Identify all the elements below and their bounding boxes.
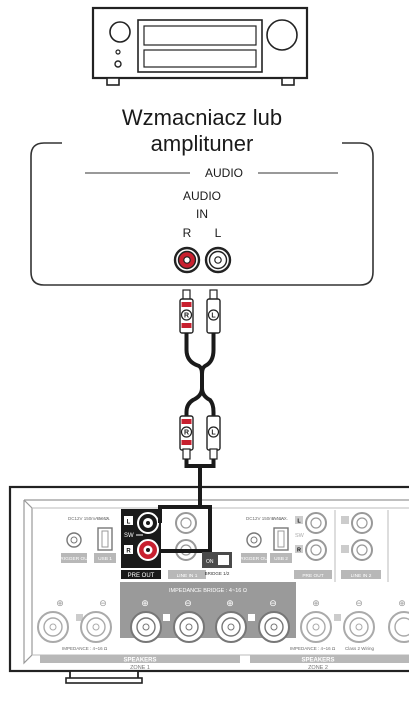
class2-label-1: Class 2 Wiring bbox=[175, 646, 205, 651]
class2-label-2: Class 2 Wiring bbox=[345, 646, 375, 651]
dc-rating-2: DC12V 150mA MAX. bbox=[246, 516, 288, 521]
svg-text:⊕: ⊕ bbox=[141, 598, 149, 608]
zone-bars: SPEAKERS ZONE 1 SPEAKERS ZONE 2 bbox=[40, 655, 409, 671]
rear-panel: DC12V 150mA MAX. TRIGGER OUT 5V 1A USB 1… bbox=[8, 459, 409, 684]
zone-label-1: ZONE 1 bbox=[130, 665, 150, 671]
svg-text:⊕: ⊕ bbox=[226, 598, 234, 608]
rca-jack-left bbox=[204, 246, 232, 274]
pre-out-badge-r: R bbox=[126, 549, 131, 555]
dc5v-2: 5V 1A bbox=[272, 516, 284, 521]
usb-section-1: 5V 1A USB 1 bbox=[94, 516, 116, 563]
svg-text:⊖: ⊖ bbox=[269, 598, 277, 608]
lower-plug-left: L bbox=[206, 415, 221, 460]
speakers-label-1: SPEAKERS bbox=[123, 658, 156, 664]
pre-out-label: PRE OUT bbox=[128, 573, 155, 579]
trigger-out-1: TRIGGER OUT bbox=[57, 556, 90, 562]
bridge-label: BRIDGE 1/2 bbox=[205, 571, 230, 576]
plug-badge-l-bottom: L bbox=[211, 430, 216, 437]
binding-post-1 bbox=[37, 611, 69, 643]
binding-post-9 bbox=[388, 611, 409, 643]
binding-post-5 bbox=[215, 611, 247, 643]
trigger-section-1: DC12V 150mA MAX. TRIGGER OUT bbox=[57, 516, 110, 563]
plug-badge-l-top: L bbox=[211, 313, 216, 320]
input-label-in: IN bbox=[196, 207, 208, 221]
input-panel: AUDIO AUDIO IN R L bbox=[30, 142, 374, 286]
svg-text:⊕: ⊕ bbox=[56, 598, 64, 608]
trigger-section-2: DC12V 150mA MAX. TRIGGER OUT bbox=[237, 516, 288, 563]
dc5v-1: 5V 1A bbox=[97, 516, 109, 521]
pre-out-2-label: PRE OUT bbox=[302, 573, 323, 579]
speakers-label-2: SPEAKERS bbox=[301, 658, 334, 664]
pre-out-section: L SW R PRE OUT bbox=[121, 509, 161, 579]
device-title-line1: Wzmacniacz lub bbox=[122, 105, 282, 130]
svg-text:⊖: ⊖ bbox=[355, 598, 363, 608]
pre-out-2-badge-r: R bbox=[297, 548, 301, 554]
left-knob-icon bbox=[109, 21, 131, 43]
plug-badge-r-bottom: R bbox=[184, 430, 189, 437]
volume-knob-icon bbox=[266, 19, 298, 51]
pre-out-2-badge-l: L bbox=[297, 519, 301, 525]
trigger-out-2: TRIGGER OUT bbox=[237, 556, 270, 562]
upper-plug-right: R bbox=[179, 289, 194, 334]
binding-post-2 bbox=[80, 611, 112, 643]
input-label-audio: AUDIO bbox=[183, 189, 221, 203]
lower-plug-right: R bbox=[179, 415, 194, 460]
binding-post-8 bbox=[343, 611, 375, 643]
bridge-switch: ON BRIDGE 1/2 bbox=[202, 552, 232, 576]
svg-text:⊖: ⊖ bbox=[184, 598, 192, 608]
pre-out-section-2: L SW R PRE OUT bbox=[294, 512, 332, 579]
impedance-label-1: IMPEDANCE : 4~16 Ω bbox=[62, 646, 108, 651]
on-label: ON bbox=[206, 559, 214, 565]
pre-out-badge-l: L bbox=[127, 520, 131, 526]
impedance-label-2: IMPEDANCE : 4~16 Ω bbox=[290, 646, 336, 651]
line-in-2-section: LINE IN 2 bbox=[334, 510, 389, 582]
line-in-2-label: LINE IN 2 bbox=[351, 573, 372, 579]
plug-badge-r-top: R bbox=[184, 313, 189, 320]
usb-label-2: USB 2 bbox=[274, 556, 288, 562]
rca-jack-right bbox=[173, 246, 201, 274]
svg-text:⊕: ⊕ bbox=[312, 598, 320, 608]
zone-label-2: ZONE 2 bbox=[308, 665, 328, 671]
connection-bracket bbox=[158, 459, 216, 553]
device-title-line2: amplituner bbox=[151, 131, 254, 156]
binding-post-7 bbox=[300, 611, 332, 643]
binding-post-3 bbox=[130, 611, 162, 643]
channel-label-r: R bbox=[183, 226, 192, 240]
impedance-bridge-label: IMPEDANCE BRIDGE : 4~16 Ω bbox=[169, 588, 247, 594]
dc-rating-1: DC12V 150mA MAX. bbox=[68, 516, 110, 521]
usb-label-1: USB 1 bbox=[98, 556, 112, 562]
channel-label-l: L bbox=[215, 226, 222, 240]
pre-out-sw: SW bbox=[124, 533, 134, 539]
svg-text:⊕: ⊕ bbox=[398, 598, 406, 608]
usb-section-2: 5V 1A USB 2 bbox=[270, 516, 292, 563]
upper-plug-left: L bbox=[206, 289, 221, 334]
svg-text:⊖: ⊖ bbox=[99, 598, 107, 608]
section-label-audio: AUDIO bbox=[205, 166, 243, 180]
binding-post-6 bbox=[258, 611, 290, 643]
amplifier-device-illustration bbox=[91, 6, 309, 86]
binding-post-4 bbox=[173, 611, 205, 643]
pre-out-2-sw: SW bbox=[295, 533, 305, 539]
line-in-1-label: LINE IN 1 bbox=[177, 573, 198, 579]
rca-cable: R L R L bbox=[179, 289, 221, 460]
speaker-terminals: IMPEDANCE BRIDGE : 4~16 Ω ⊕ ⊖ ⊕ ⊖ ⊕ ⊖ ⊕ … bbox=[37, 582, 409, 651]
